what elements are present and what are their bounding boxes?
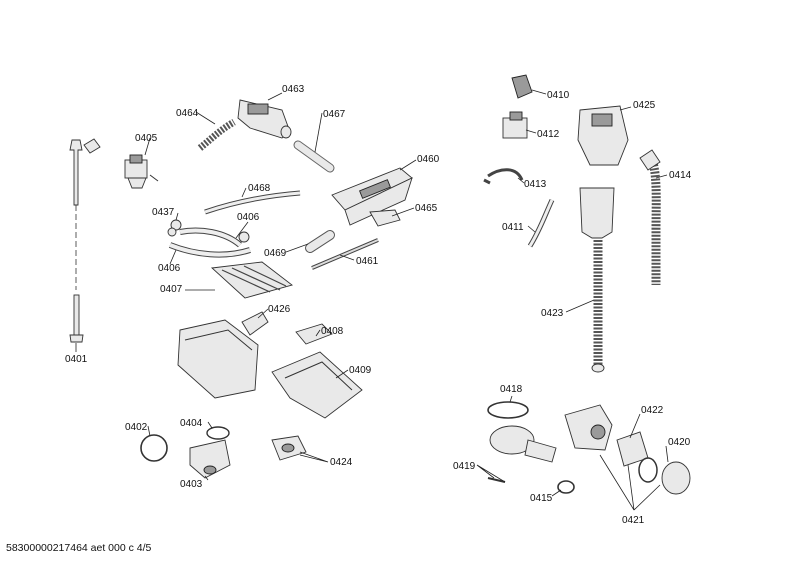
part-drawing-0437 [167, 219, 182, 237]
part-drawing-0426 [177, 311, 269, 399]
label-0467: 0467 [323, 109, 346, 120]
part-drawing-0412 [502, 111, 528, 139]
label-0407: 0407 [160, 284, 183, 295]
part-drawing-0418 [487, 401, 529, 419]
part-drawing-0424 [271, 435, 307, 461]
label-0461: 0461 [356, 256, 379, 267]
label-0403: 0403 [180, 479, 203, 490]
part-drawing-0421-pump [564, 404, 613, 451]
part-labels: 0463 0464 0467 0405 0460 0468 0465 0437 … [65, 84, 692, 526]
label-0425: 0425 [633, 100, 656, 111]
part-drawing-0404 [206, 426, 230, 440]
label-0401: 0401 [65, 354, 88, 365]
label-0405: 0405 [135, 133, 158, 144]
label-0465: 0465 [415, 203, 438, 214]
label-0420: 0420 [668, 437, 691, 448]
label-0406-upper: 0406 [237, 212, 260, 223]
part-drawing-0468 [204, 190, 301, 215]
part-drawing-0469 [305, 230, 335, 253]
label-0424: 0424 [330, 457, 353, 468]
part-drawing-0411 [527, 198, 555, 248]
label-0460: 0460 [417, 154, 440, 165]
part-drawing-0407 [210, 261, 293, 299]
part-drawing-0408 [295, 323, 333, 345]
label-0422: 0422 [641, 405, 664, 416]
label-0410: 0410 [547, 90, 570, 101]
part-drawing-0415 [557, 480, 575, 494]
part-drawing-0422 [616, 431, 649, 467]
label-0412: 0412 [537, 129, 560, 140]
document-id-footer: 58300000217464 aet 000 c 4/5 [6, 542, 152, 554]
label-0411: 0411 [502, 222, 524, 233]
part-drawing-0463 [237, 99, 292, 139]
part-drawing-0405 [124, 154, 159, 189]
label-0419: 0419 [453, 461, 476, 472]
part-drawing-0414 [639, 149, 661, 285]
part-drawing-0423 [579, 187, 615, 373]
part-drawing-0403 [189, 439, 231, 479]
part-drawing-0402 [140, 434, 168, 462]
label-0415: 0415 [530, 493, 553, 504]
part-drawing-0467 [293, 140, 335, 173]
part-drawing-0413 [483, 168, 524, 185]
label-0426: 0426 [268, 304, 291, 315]
label-0423: 0423 [541, 308, 564, 319]
part-drawing-0460 [331, 167, 413, 226]
part-drawing-0409 [271, 351, 363, 419]
part-drawing-0464 [197, 118, 236, 151]
part-drawing-0406 [168, 227, 251, 258]
label-0414: 0414 [669, 170, 692, 181]
label-0421: 0421 [622, 515, 645, 526]
label-0418: 0418 [500, 384, 523, 395]
part-drawing-0410 [511, 74, 533, 99]
label-0413: 0413 [524, 179, 547, 190]
part-drawing-0419 [487, 425, 557, 483]
part-drawing-0425 [577, 105, 629, 166]
label-0402: 0402 [125, 422, 148, 433]
leader-lines [75, 89, 669, 511]
label-0463: 0463 [282, 84, 305, 95]
part-drawing-0401 [69, 138, 101, 343]
part-drawing-0461 [311, 238, 379, 270]
label-0468: 0468 [248, 183, 271, 194]
label-0409: 0409 [349, 365, 372, 376]
label-0406-lower: 0406 [158, 263, 181, 274]
label-0404: 0404 [180, 418, 203, 429]
label-0464: 0464 [176, 108, 199, 119]
part-drawing-0465 [369, 209, 401, 227]
part-drawing-0420 [638, 457, 691, 495]
label-0469: 0469 [264, 248, 287, 259]
label-0437: 0437 [152, 207, 175, 218]
label-0408: 0408 [321, 326, 344, 337]
